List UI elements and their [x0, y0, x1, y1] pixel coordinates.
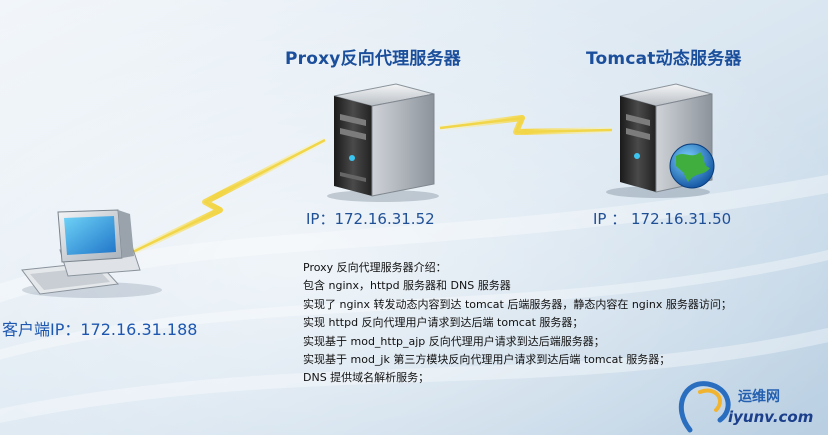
proxy-title: Proxy反向代理服务器: [285, 49, 461, 69]
tower-server-icon: [327, 83, 439, 202]
watermark-logo-icon: [678, 381, 731, 433]
link-proxy-tomcat-core: [439, 116, 613, 134]
description-line: 实现了 nginx 转发动态内容到达 tomcat 后端服务器，静态内容在 ng…: [303, 297, 732, 311]
description-line: 实现基于 mod_http_ajp 反向代理用户请求到达后端服务器；: [303, 334, 605, 348]
description-line: 包含 nginx，httpd 服务器和 DNS 服务器: [303, 279, 511, 293]
tomcat-title: Tomcat动态服务器: [586, 49, 742, 69]
link-client-proxy-core: [111, 138, 326, 264]
tomcat-ip: IP ： 172.16.31.50: [593, 210, 732, 228]
description-line: 实现 httpd 反向代理用户请求到达后端 tomcat 服务器；: [303, 316, 584, 330]
description-line: Proxy 反向代理服务器介绍：: [303, 261, 447, 274]
desktop-computer-icon: [21, 209, 162, 298]
proxy-ip: IP：172.16.31.52: [306, 210, 435, 228]
watermark-url: iyunv.com: [728, 408, 814, 426]
proxy-description: Proxy 反向代理服务器介绍： 包含 nginx，httpd 服务器和 DNS…: [303, 259, 732, 388]
watermark-name: 运维网: [738, 389, 780, 405]
tower-server-globe-icon: [606, 83, 715, 198]
description-line: DNS 提供域名解析服务；: [303, 371, 430, 385]
client-ip: 客户端IP：172.16.31.188: [2, 320, 198, 339]
description-line: 实现基于 mod_jk 第三方模块反向代理用户请求到达后端 tomcat 服务器…: [303, 353, 671, 367]
